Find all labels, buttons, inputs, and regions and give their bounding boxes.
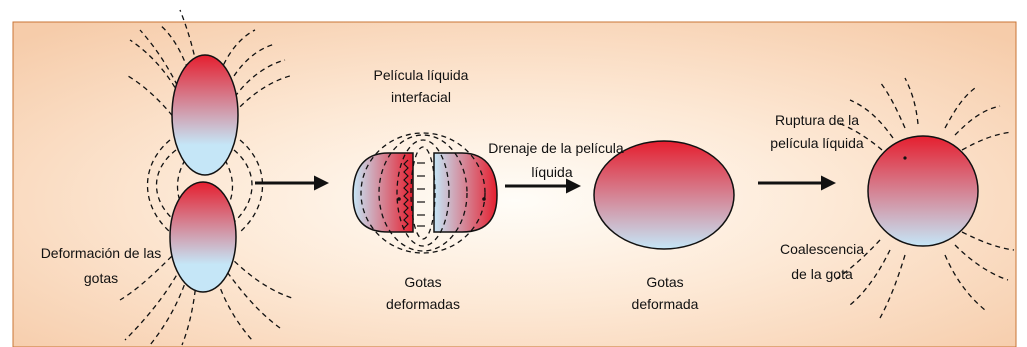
deformed-drops-line2: deformadas bbox=[386, 296, 460, 312]
deformed-drops-label: Gotas deformadas bbox=[363, 273, 483, 314]
interfacial-film bbox=[403, 159, 425, 229]
rupture-line2: película líquida bbox=[770, 135, 864, 151]
deformed-drop-label: Gotas deformada bbox=[610, 273, 720, 314]
deformed-drop-line1: Gotas bbox=[646, 274, 684, 290]
film-field-lines bbox=[360, 132, 486, 254]
merged-drop bbox=[593, 140, 735, 250]
coalescence-line2: de la gota bbox=[791, 266, 853, 282]
drainage-line2: líquida bbox=[531, 164, 573, 180]
rupture-label: Ruptura de la película líquida bbox=[742, 111, 892, 153]
drainage-label: Drenaje de la película líquida bbox=[456, 139, 656, 182]
deformed-drop-line2: deformada bbox=[631, 296, 699, 312]
upper-drop bbox=[171, 54, 239, 176]
film-title-line2: interfacial bbox=[391, 89, 451, 105]
film-title-label: Película líquida interfacial bbox=[346, 66, 496, 107]
coalesced-field-lines bbox=[834, 77, 1015, 319]
drainage-line1: Drenaje de la película bbox=[488, 140, 624, 156]
film-title-line1: Película líquida bbox=[373, 67, 469, 83]
deformation-line2: gotas bbox=[83, 270, 119, 286]
deformation-label: Deformación de las gotas bbox=[26, 244, 176, 288]
left-deformed-drop bbox=[352, 152, 414, 233]
coalesced-drop bbox=[867, 135, 979, 247]
deformation-line1: Deformación de las bbox=[40, 245, 162, 261]
coalescence-line1: Coalescencia bbox=[779, 241, 865, 257]
rupture-line1: Ruptura de la bbox=[774, 112, 860, 128]
approaching-drops-group bbox=[119, 9, 293, 346]
lower-drop bbox=[169, 181, 237, 293]
coalescence-label: Coalescencia de la gota bbox=[762, 240, 882, 284]
deformed-drops-line1: Gotas bbox=[404, 274, 442, 290]
coalesced-drop-group bbox=[834, 77, 1015, 319]
deformed-drops-group bbox=[352, 132, 498, 254]
